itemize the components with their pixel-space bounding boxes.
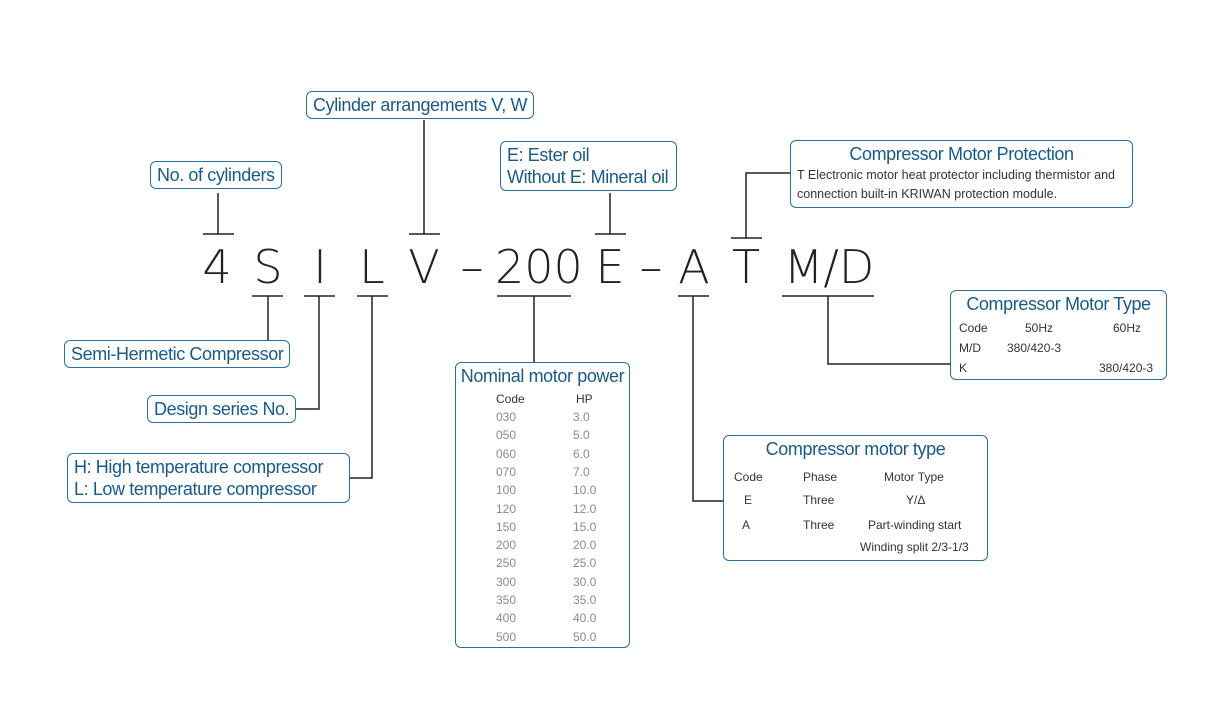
label-temp-line2: L: Low temperature compressor [74, 479, 317, 499]
np-row-hp: 3.0 [573, 410, 590, 424]
np-row-hp: 25.0 [573, 556, 597, 571]
np-row-code: 400 [496, 611, 517, 626]
label-design-series: Design series No. [147, 395, 297, 423]
mv-row1-code: M/D [959, 341, 981, 355]
mw-row1-code: E [744, 493, 753, 507]
code-char-semi-hermetic: S [253, 240, 283, 294]
np-row-hp: 10.0 [573, 483, 597, 498]
np-header-hp: HP [576, 392, 593, 406]
np-row-code: 050 [496, 428, 517, 443]
np-row-hp: 6.0 [573, 446, 590, 461]
motor-winding-title: Compressor motor type [765, 439, 946, 459]
np-row-code: 100 [496, 483, 517, 498]
np-row-code: 300 [496, 574, 517, 589]
mw-header-phase: Phase [803, 470, 838, 484]
np-row-code: 250 [496, 556, 517, 571]
mv-header-50hz: 50Hz [1025, 321, 1054, 335]
code-char-cylinders: 4 [202, 240, 232, 294]
mw-row2-motor-type: Part-winding start [868, 518, 962, 532]
np-row-code: 030 [496, 410, 517, 424]
motor-voltage-title: Compressor Motor Type [966, 294, 1151, 314]
protection-line2: connection built-in KRIWAN protection mo… [797, 187, 1058, 201]
mv-row2-60hz: 380/420-3 [1099, 361, 1154, 375]
nominal-power-box: Nominal motor power Code HP 030 3.0 050 5.0 06… [455, 362, 630, 648]
mv-row2-code: K [959, 361, 968, 375]
code-char-oil: E [595, 240, 625, 294]
np-row-code: 200 [496, 538, 517, 553]
np-row-hp: 20.0 [573, 538, 597, 553]
label-temp-line1: H: High temperature compressor [74, 457, 324, 477]
label-oil-line1: E: Ester oil [507, 145, 590, 165]
mw-note: Winding split 2/3-1/3 [860, 540, 969, 554]
mw-header-code: Code [734, 470, 763, 484]
np-row-code: 070 [496, 464, 517, 479]
np-row-hp: 7.0 [573, 464, 590, 479]
np-row-hp: 12.0 [573, 501, 597, 516]
code-char-power: 200 [495, 240, 583, 294]
mw-row2-phase: Three [803, 518, 835, 532]
code-char-dash-1: – [460, 240, 484, 294]
code-char-temperature: L [359, 240, 385, 294]
code-char-dash-2: – [639, 240, 663, 294]
code-char-motor-type: A [678, 240, 710, 294]
mw-header-motor-type: Motor Type [884, 470, 944, 484]
np-row-hp: 30.0 [573, 574, 597, 589]
np-row-hp: 15.0 [573, 519, 597, 534]
label-temperature: H: High temperature compressor L: Low te… [67, 453, 350, 503]
np-row-code: 350 [496, 593, 517, 607]
mw-row2-code: A [742, 518, 751, 532]
mv-header-60hz: 60Hz [1113, 321, 1142, 335]
code-char-arrangement: V [408, 240, 440, 294]
code-char-voltage: M/D [783, 240, 875, 294]
code-char-design-series: I [313, 240, 327, 294]
mv-row1-50hz: 380/420-3 [1007, 341, 1062, 355]
label-arrangement: Cylinder arrangements V, W [306, 91, 535, 119]
protection-box: Compressor Motor Protection T Electronic… [790, 140, 1133, 208]
np-row-code: 060 [496, 446, 517, 461]
label-cylinders: No. of cylinders [150, 161, 282, 189]
label-semi-hermetic: Semi-Hermetic Compressor [64, 340, 291, 368]
label-oil: E: Ester oil Without E: Mineral oil [500, 141, 677, 191]
label-oil-line2: Without E: Mineral oil [507, 167, 669, 187]
protection-title: Compressor Motor Protection [849, 144, 1074, 164]
motor-voltage-box: Compressor Motor Type Code 50Hz 60Hz M/D… [950, 290, 1167, 380]
np-row-hp: 50.0 [573, 629, 597, 644]
np-row-hp: 40.0 [573, 611, 597, 626]
mw-row1-phase: Three [803, 493, 835, 507]
nominal-power-title: Nominal motor power [460, 366, 625, 386]
np-header-code: Code [496, 392, 525, 406]
np-row-code: 500 [496, 629, 517, 644]
np-row-hp: 5.0 [573, 428, 590, 443]
np-row-code: 150 [496, 519, 517, 534]
motor-winding-box: Compressor motor type Code Phase Motor T… [723, 435, 988, 561]
mv-header-code: Code [959, 321, 988, 335]
np-row-code: 120 [496, 501, 517, 516]
protection-line1: T Electronic motor heat protector includ… [797, 168, 1115, 182]
code-char-protection: T [731, 240, 761, 294]
np-row-hp: 35.0 [573, 593, 597, 607]
mw-row1-motor-type: Y/Δ [906, 493, 926, 507]
